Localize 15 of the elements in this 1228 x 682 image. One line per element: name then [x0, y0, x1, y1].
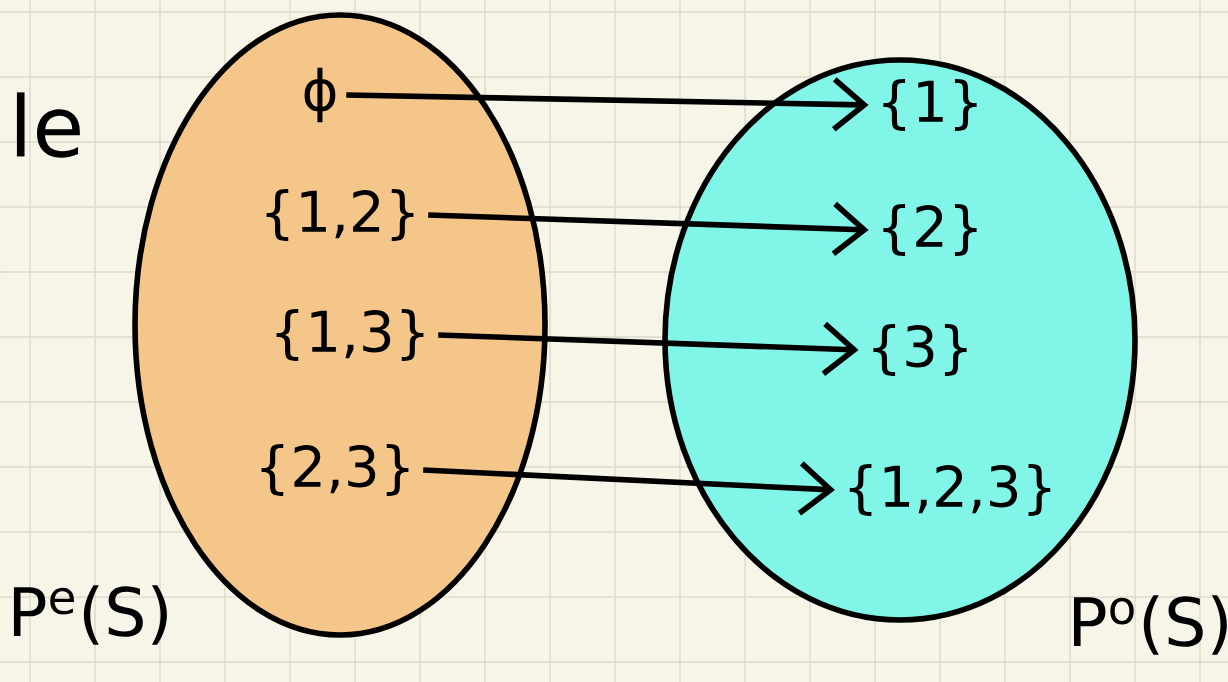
arrow — [423, 461, 835, 516]
set-element: {1,3} — [276, 309, 424, 361]
set-element: {3} — [873, 324, 967, 376]
set-element: {1,2,3} — [849, 464, 1051, 516]
arrow — [346, 77, 869, 132]
arrow — [438, 321, 859, 376]
handwritten-word: le — [16, 92, 80, 158]
set-element: {1} — [883, 79, 977, 131]
set-element: {1,2} — [266, 189, 414, 241]
set-name: P$^{o}$(S) — [1074, 595, 1227, 655]
set-element: {2} — [883, 204, 977, 256]
set-element: ϕ — [304, 67, 336, 123]
arrow — [428, 201, 869, 256]
set-element: {2,3} — [261, 444, 409, 496]
set-name: P$^{e}$(S) — [13, 585, 167, 645]
